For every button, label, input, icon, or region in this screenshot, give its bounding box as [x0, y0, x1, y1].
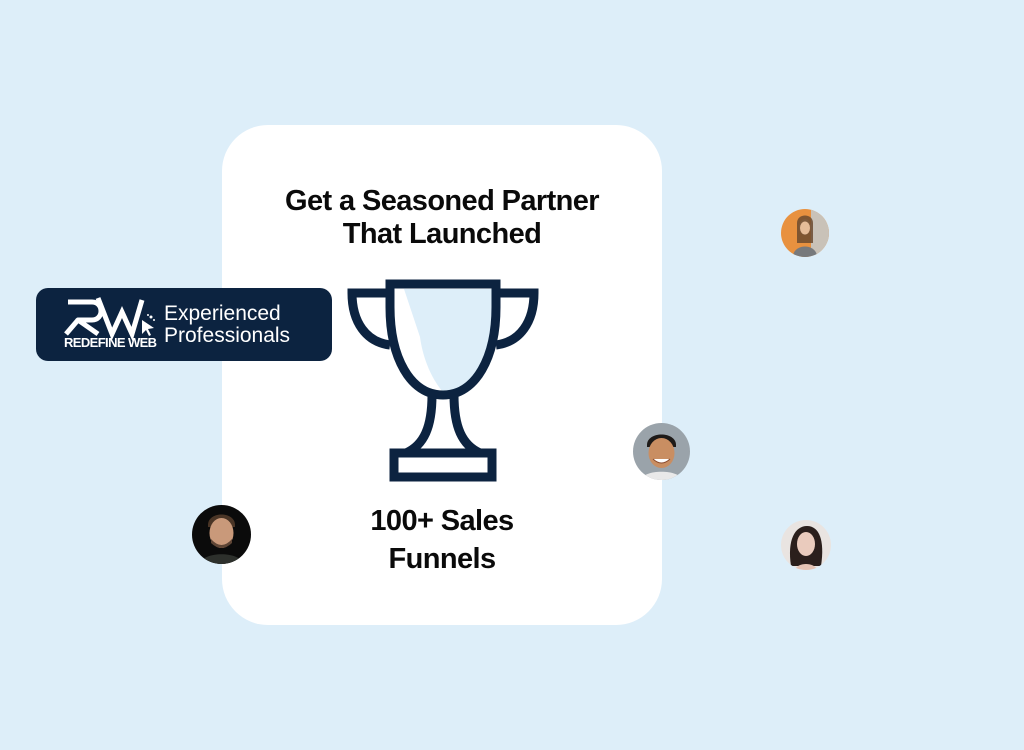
- card-stat: 100+ Sales Funnels: [222, 502, 662, 578]
- logo-text: REDEFINE WEB: [64, 335, 157, 350]
- card-title-line1: Get a Seasoned Partner: [285, 185, 600, 217]
- avatar-woman-dark-hair: [781, 520, 831, 570]
- feature-card: Get a Seasoned Partner That Launched 100…: [222, 125, 662, 625]
- redefine-web-logo: [64, 297, 155, 342]
- card-title-line2: That Launched: [342, 218, 542, 250]
- badge-label-line1: Experienced: [164, 302, 281, 325]
- experienced-professionals-badge: REDEFINE WEB Experienced Professionals: [36, 288, 332, 361]
- card-title: Get a Seasoned Partner That Launched: [222, 185, 662, 251]
- avatar-woman-orange-bg: [781, 209, 829, 257]
- avatar-man-smiling: [633, 423, 690, 480]
- badge-label: Experienced Professionals: [164, 303, 290, 347]
- trophy-icon: [347, 279, 539, 482]
- card-stat-line2: Funnels: [388, 543, 497, 575]
- badge-label-line2: Professionals: [164, 324, 291, 347]
- avatar-man-dark-bg: [192, 505, 251, 564]
- card-stat-line1: 100+ Sales: [370, 505, 514, 537]
